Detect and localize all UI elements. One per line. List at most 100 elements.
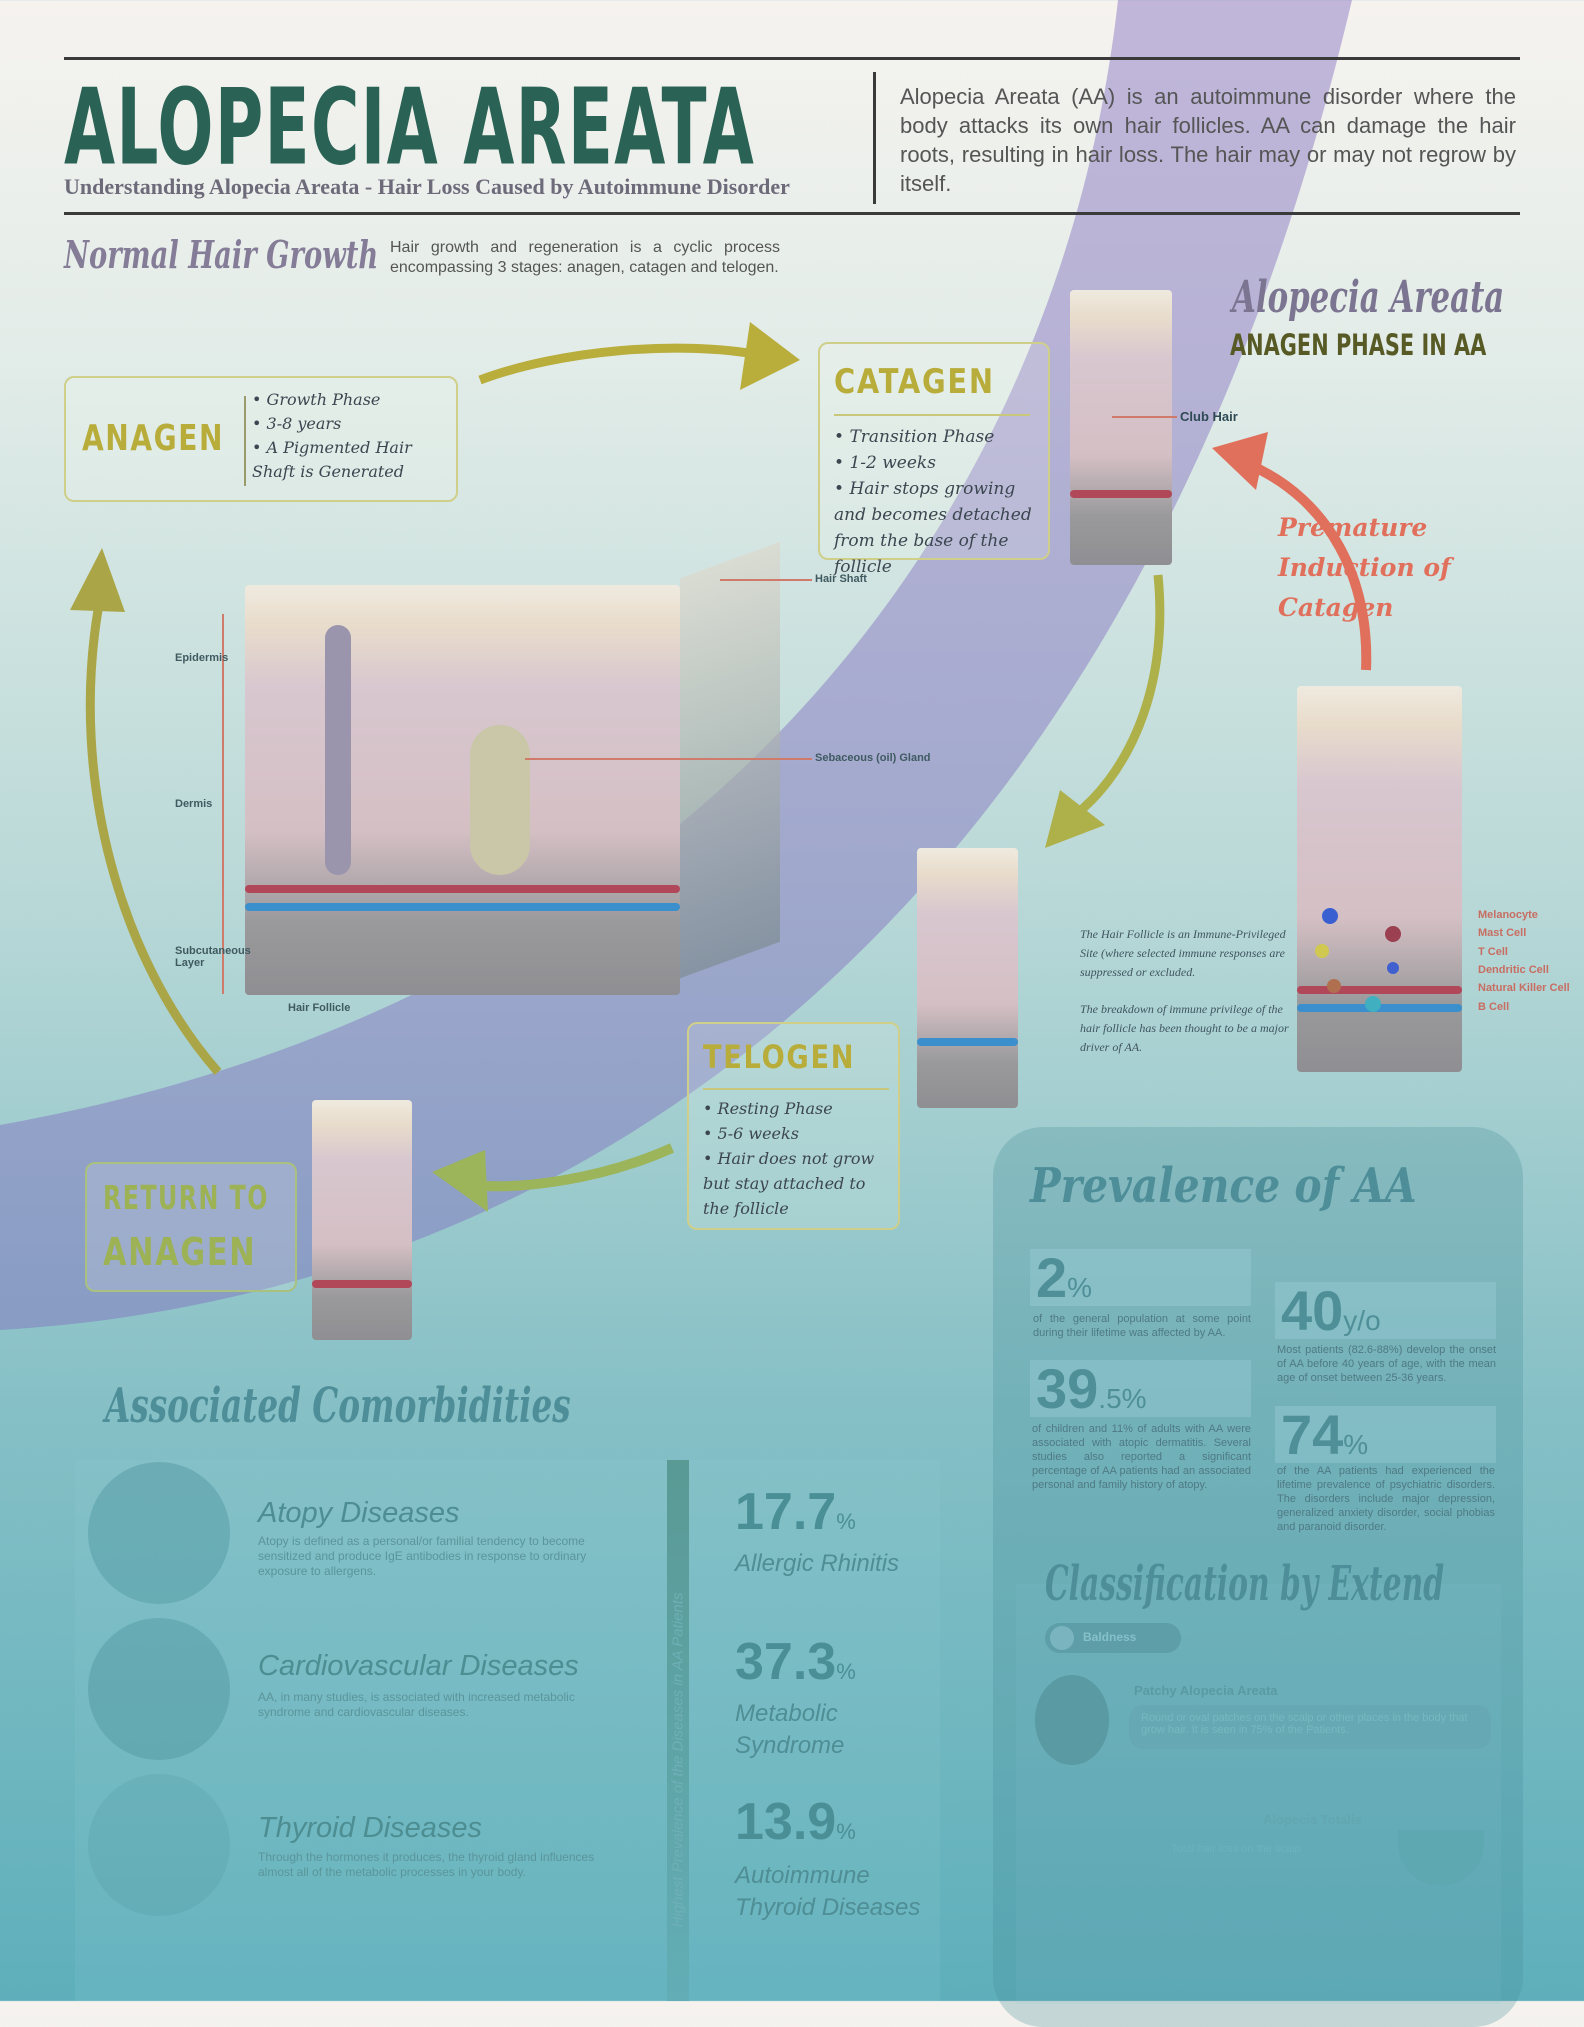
heart-icon — [88, 1618, 230, 1760]
skin-cross-section-diagram — [245, 585, 680, 995]
thyroid-icon — [88, 1774, 230, 1916]
label-hair-follicle: Hair Follicle — [288, 1002, 351, 1014]
stat-text: Most patients (82.6-88%) develop the ons… — [1277, 1344, 1496, 1384]
stat-number: 2 — [1036, 1246, 1068, 1309]
label-club-hair: Club Hair — [1180, 409, 1238, 424]
anagen-title: ANAGEN — [82, 418, 225, 459]
return-title-line1: RETURN TO — [103, 1178, 269, 1217]
patchy-desc: Round or oval patches on the scalp or ot… — [1129, 1705, 1491, 1749]
header-divider — [873, 72, 876, 204]
normal-hair-growth-desc: Hair growth and regeneration is a cyclic… — [390, 239, 780, 276]
immune-privilege-text-2: The breakdown of immune privilege of the… — [1080, 1002, 1289, 1054]
stat-unit: % — [1067, 1272, 1093, 1303]
prevalence-heading: Prevalence of AA — [1030, 1158, 1417, 1214]
comorbidity-pct: 17.7 — [735, 1483, 837, 1541]
bullet: 3-8 years — [252, 412, 452, 436]
comorbidities-heading: Associated Comorbidities — [105, 1378, 571, 1434]
label-mast-cell: Mast Cell — [1478, 927, 1527, 939]
totalis-title: Alopecia Totalis — [1263, 1812, 1362, 1827]
aa-heading: Alopecia Areata — [1232, 272, 1505, 323]
bullet: Resting Phase — [703, 1096, 893, 1121]
stat-text: of children and 11% of adults with AA we… — [1032, 1423, 1251, 1491]
aa-skin-diagram — [1297, 686, 1462, 1072]
comorbidity-pct: 37.3 — [735, 1633, 837, 1691]
pct-unit: % — [836, 1819, 856, 1844]
label-epidermis: Epidermis — [175, 652, 229, 664]
arrow-return-to-anagen — [85, 609, 222, 1075]
stat-number: 39 — [1036, 1357, 1099, 1420]
nk-cell-icon — [1327, 979, 1341, 993]
catagen-skin-diagram — [1070, 290, 1172, 565]
arrow-head — [432, 1150, 488, 1212]
stat-box: 74% — [1275, 1406, 1496, 1463]
comorbidity-pct: 13.9 — [735, 1793, 837, 1851]
label-b-cell: B Cell — [1478, 1001, 1510, 1013]
anagen-box: ANAGEN Growth Phase 3-8 years A Pigmente… — [64, 376, 458, 502]
return-skin-diagram — [312, 1100, 412, 1340]
artery — [245, 885, 680, 893]
stat-unit: y/o — [1343, 1305, 1381, 1336]
label-nk-cell: Natural Killer Cell — [1478, 982, 1570, 994]
stat-box: 40y/o — [1275, 1282, 1496, 1339]
artery — [1297, 986, 1462, 994]
stat-number: 40 — [1281, 1279, 1344, 1342]
page-title: Alopecia Areata — [64, 66, 756, 189]
aa-subheading: ANAGEN PHASE IN AA — [1230, 328, 1487, 362]
telogen-bullets: Resting Phase 5-6 weeks Hair does not gr… — [703, 1096, 893, 1221]
telogen-title: TELOGEN — [703, 1038, 856, 1076]
label-dermis: Dermis — [175, 798, 213, 810]
comorbidity-desc: Through the hormones it produces, the th… — [258, 1850, 595, 1879]
comorbidity-label: Allergic Rhinitis — [735, 1550, 900, 1577]
totalis-desc: Total hair loss on the scalp — [1151, 1834, 1369, 1868]
comorbidities-panel — [75, 1460, 940, 2001]
toggle-label: Baldness — [1083, 1630, 1137, 1644]
comorbidity-desc: Atopy is defined as a personal/or famili… — [258, 1534, 587, 1578]
top-rule — [64, 57, 1520, 60]
page-subtitle: Understanding Alopecia Areata - Hair Los… — [64, 174, 790, 199]
label-hair-shaft: Hair Shaft — [815, 573, 867, 585]
classification-heading: Classification by Extend — [1045, 1556, 1445, 1612]
bullet: A Pigmented Hair Shaft is Generated — [252, 436, 452, 484]
vein — [917, 1038, 1018, 1046]
comorbidity-label: Metabolic Syndrome — [735, 1700, 845, 1759]
catagen-rule — [834, 414, 1030, 416]
telogen-skin-diagram — [917, 848, 1018, 1108]
arrow-head — [740, 322, 800, 390]
toggle-knob — [1050, 1626, 1074, 1650]
prevalence-bar — [667, 1460, 689, 2001]
patchy-head-icon — [1035, 1675, 1109, 1765]
bullet: 1-2 weeks — [834, 450, 1044, 476]
comorbidity-desc: AA, in many studies, is associated with … — [258, 1690, 575, 1719]
header-bottom-rule — [64, 212, 1520, 215]
arrow-anagen-to-catagen — [478, 343, 761, 385]
stat-unit: % — [1343, 1429, 1369, 1460]
label-t-cell: T Cell — [1478, 946, 1508, 958]
bullet: Growth Phase — [252, 388, 452, 412]
catagen-box: CATAGEN Transition Phase 1-2 weeks Hair … — [818, 342, 1050, 577]
sebaceous-gland-shape — [470, 725, 530, 875]
purple-arc — [0, 0, 1352, 1330]
bullet: Hair does not grow but stay attached to … — [703, 1146, 893, 1221]
pct-unit: % — [836, 1509, 856, 1534]
patchy-title: Patchy Alopecia Areata — [1134, 1683, 1278, 1698]
immune-privilege-text-1: The Hair Follicle is an Immune-Privilege… — [1080, 927, 1286, 979]
arrow-telogen-to-return — [469, 1143, 675, 1192]
skin-side-face — [680, 541, 780, 979]
prevalence-bar-label: Highest Prevalence of the Diseases in AA… — [669, 1592, 687, 1928]
comorbidity-label: Autoimmune Thyroid Diseases — [735, 1862, 921, 1921]
premature-catagen-label: Premature Induction of Catagen — [1278, 513, 1451, 622]
classification-card — [1016, 1584, 1501, 2004]
arrow-premature-catagen — [1247, 460, 1372, 671]
stat-text: of the AA patients had experienced the l… — [1277, 1465, 1495, 1533]
bullet: Transition Phase — [834, 424, 1044, 450]
t-cell-icon — [1315, 944, 1329, 958]
pct-unit: % — [836, 1659, 856, 1684]
intro-text: Alopecia Areata (AA) is an autoimmune di… — [900, 84, 1516, 196]
arrow-head — [1212, 432, 1268, 490]
baldness-toggle[interactable]: Baldness — [1045, 1623, 1181, 1653]
anagen-divider — [244, 396, 246, 486]
layer-bracket — [222, 614, 224, 994]
catagen-bullets: Transition Phase 1-2 weeks Hair stops gr… — [834, 424, 1044, 580]
anagen-bullets: Growth Phase 3-8 years A Pigmented Hair … — [252, 388, 452, 484]
